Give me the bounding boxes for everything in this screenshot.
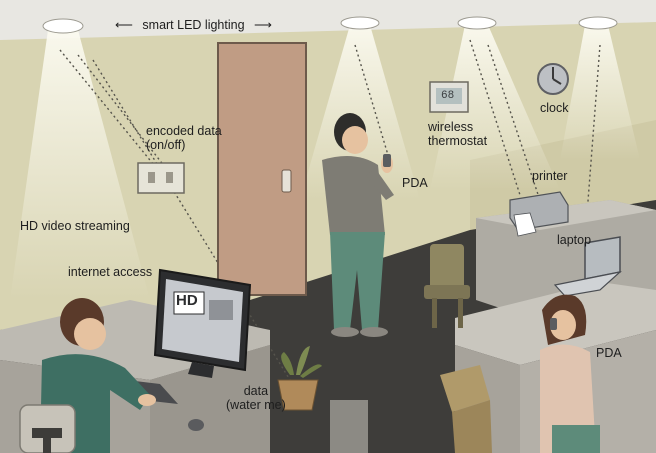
led-lamp-1 (42, 18, 84, 34)
internet-access-label: internet access (68, 265, 153, 279)
wireless-thermostat-label: wireless thermostat (428, 120, 488, 148)
seated-woman (540, 294, 600, 453)
ceiling (0, 0, 656, 40)
monitor-hd-logo: HD (176, 292, 198, 309)
banner-label: smart LED lighting (142, 18, 245, 32)
laptop (553, 236, 623, 297)
hd-video-streaming-label: HD video streaming (20, 219, 130, 233)
printer (509, 191, 569, 237)
standing-man (322, 113, 394, 337)
led-banner: ⟵ smart LED lighting ⟶ (115, 18, 272, 32)
banner-arrow-right: ⟶ (254, 18, 272, 32)
chair (424, 244, 470, 328)
encoded-data-label: encoded data (on/off) (146, 124, 222, 152)
banner-arrow-left: ⟵ (115, 18, 133, 32)
thermostat-display: 68 (441, 90, 455, 102)
data-rays (59, 39, 601, 381)
door (217, 42, 307, 296)
potted-plant (277, 346, 322, 411)
computer-mouse (188, 419, 204, 431)
pda-label-standing: PDA (402, 176, 428, 190)
pda-device-seated (550, 318, 557, 330)
data-water-me-label: data (water me) (226, 384, 286, 412)
led-lamp-4 (578, 16, 618, 30)
light-switch (137, 162, 185, 194)
led-lamp-3 (457, 16, 497, 30)
printer-label: printer (532, 169, 568, 183)
pda-label-seated: PDA (596, 346, 622, 360)
wall-clock (537, 63, 569, 95)
thermostat (429, 81, 469, 113)
ceiling-led-lamps (42, 16, 618, 34)
pda-device-standing (383, 154, 391, 167)
cardboard-box (440, 365, 492, 453)
door-handle (281, 169, 292, 193)
laptop-label: laptop (557, 233, 592, 247)
office-chair (19, 404, 76, 453)
clock-label: clock (540, 101, 569, 115)
computer-monitor (153, 268, 252, 378)
led-lamp-2 (340, 16, 380, 30)
